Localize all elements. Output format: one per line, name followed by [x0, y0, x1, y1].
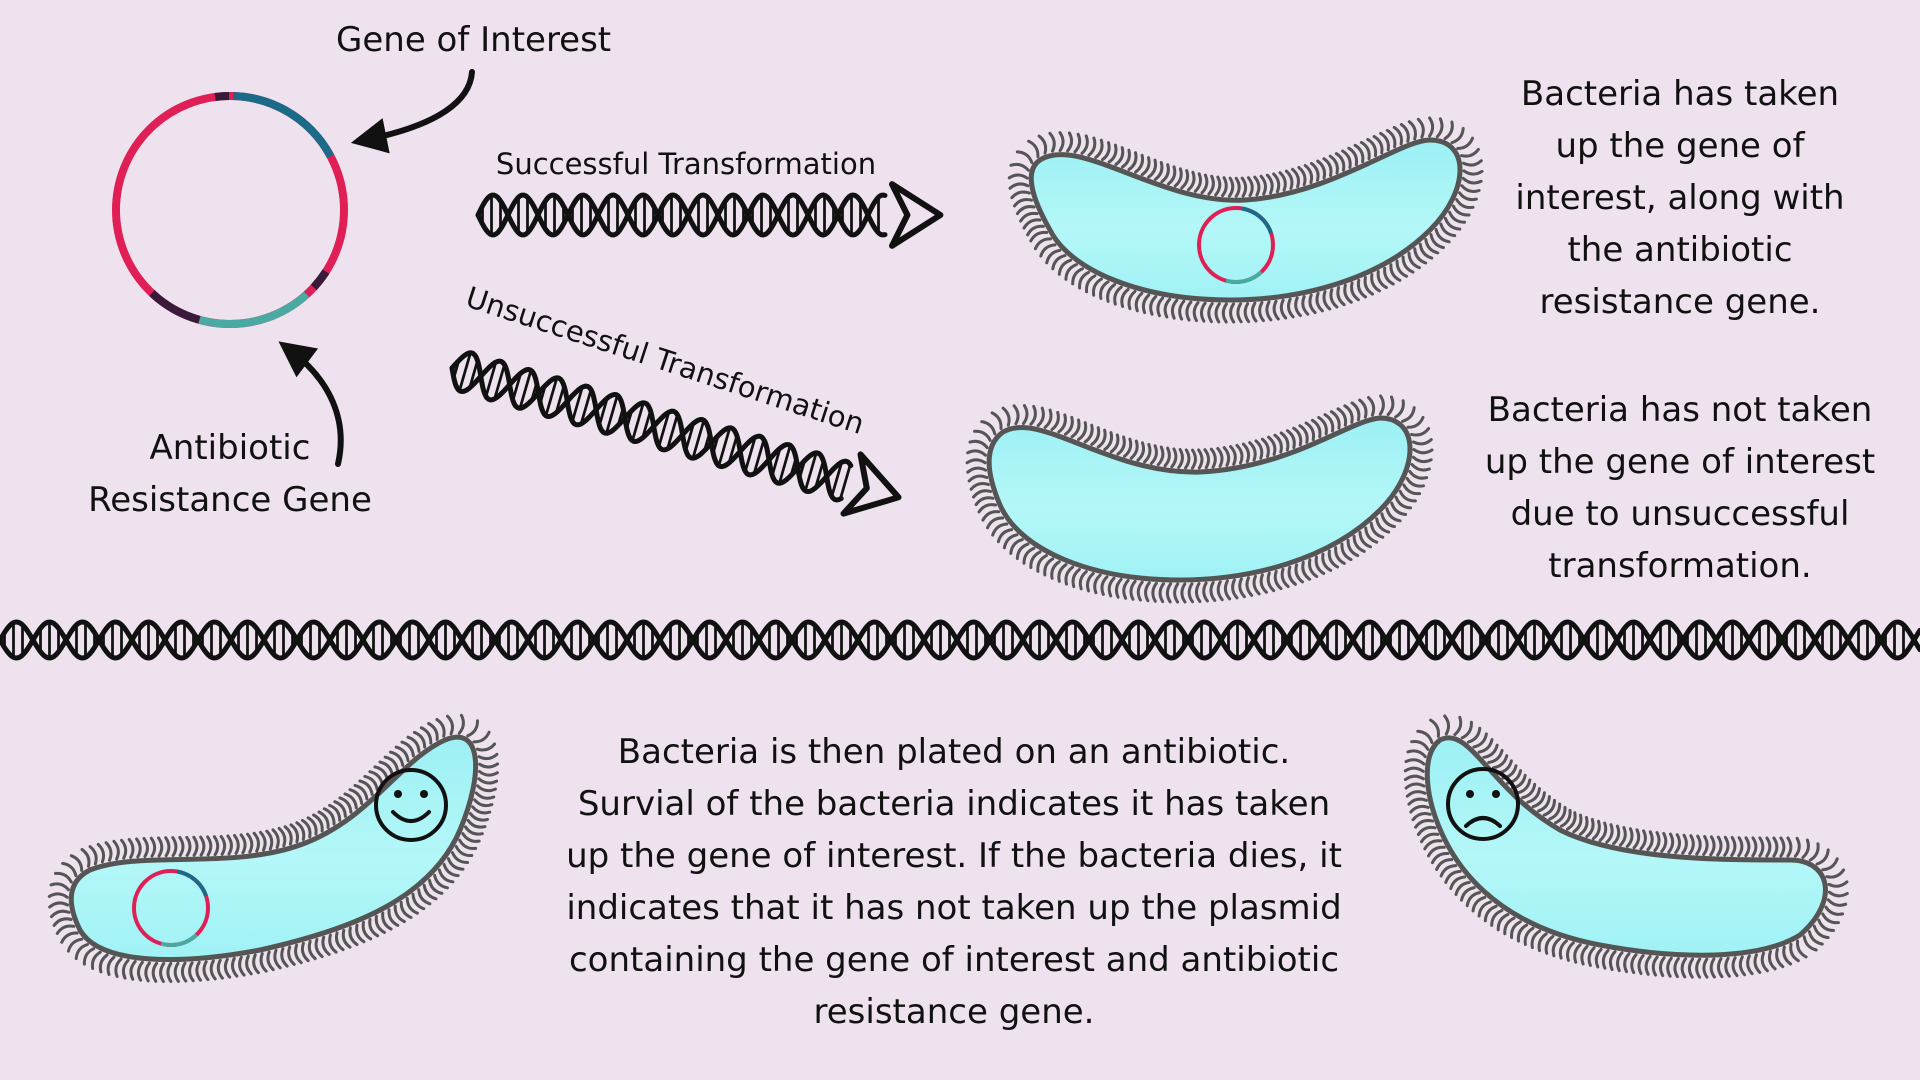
gene-of-interest-arrow [350, 69, 475, 154]
frowning-face-icon [1446, 767, 1520, 841]
unsuccessful-dna-arrow [449, 350, 902, 517]
plasmid-in-cell [1197, 206, 1275, 284]
dna-divider [0, 619, 1920, 661]
antibiotic-resistance-gene-label: Antibiotic Resistance Gene [88, 428, 372, 520]
dying-bacterium [1403, 714, 1849, 979]
successful-dna-arrow [475, 181, 944, 249]
surviving-bacterium [47, 713, 500, 983]
plating-caption: Bacteria is then plated on an antibiotic… [566, 732, 1342, 1032]
resistance-gene-arrow [278, 341, 344, 467]
unsuccessful-caption: Bacteria has not taken up the gene of in… [1484, 390, 1876, 586]
bacterium-with-plasmid [1007, 116, 1484, 324]
bacterium-without-plasmid [965, 394, 1434, 604]
smiley-face-icon [374, 768, 448, 842]
plasmid [112, 92, 348, 328]
successful-caption: Bacteria has taken up the gene of intere… [1515, 74, 1845, 322]
gene-of-interest-label: Gene of Interest [336, 20, 612, 60]
resistance-gene-segment [112, 92, 348, 328]
plasmid-in-surviving-cell [132, 869, 210, 947]
successful-transformation-label: Successful Transformation [496, 147, 876, 181]
